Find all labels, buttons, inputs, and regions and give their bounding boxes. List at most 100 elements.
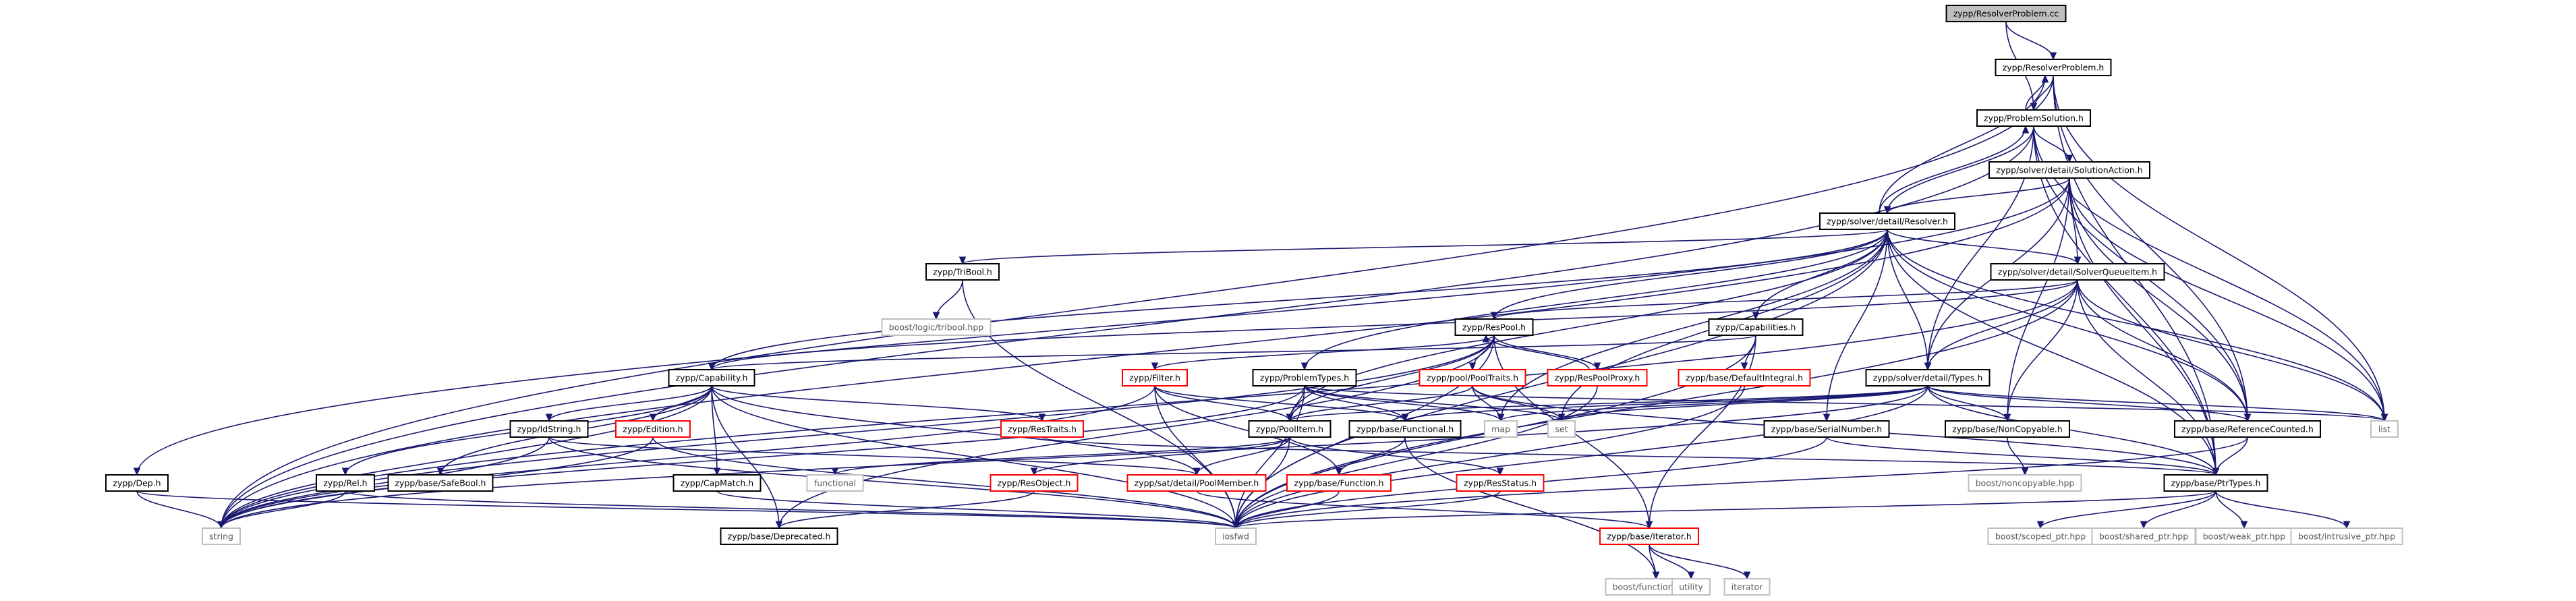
node-box <box>1248 420 1332 438</box>
edge-n0-to-n1 <box>2005 21 2057 61</box>
node-box <box>925 263 1000 281</box>
node-zypp-solver-detail-types-h[interactable]: zypp/solver/detail/Types.h <box>1865 369 1991 387</box>
edge-n38-to-n49 <box>2215 490 2351 530</box>
node-box <box>1456 474 1545 492</box>
node-zypp-capabilities-h[interactable]: zypp/Capabilities.h <box>1708 318 1804 336</box>
node-label: boost/scoped_ptr.hpp <box>1995 532 2086 542</box>
node-zypp-capability-h[interactable]: zypp/Capability.h <box>668 369 755 387</box>
node-zypp-tribool-h[interactable]: zypp/TriBool.h <box>925 263 1000 281</box>
node-box <box>1865 369 1991 387</box>
node-zypp-base-deprecated-h[interactable]: zypp/base/Deprecated.h <box>720 527 838 545</box>
node-label: iterator <box>1731 582 1763 592</box>
arrow-head-icon <box>2140 521 2148 530</box>
node-zypp-filter-h[interactable]: zypp/Filter.h <box>1122 369 1188 387</box>
node-zypp-base-iterator-h[interactable]: zypp/base/Iterator.h <box>1599 527 1699 545</box>
node-zypp-resstatus-h[interactable]: zypp/ResStatus.h <box>1456 474 1545 492</box>
node-label: zypp/ResPoolProxy.h <box>1555 373 1640 383</box>
node-boost-shared-ptr-hpp: boost/shared_ptr.hpp <box>2091 527 2196 545</box>
arrow-head-icon <box>2343 521 2351 530</box>
edge-n16-to-n21 <box>1401 385 1928 422</box>
node-box <box>1547 420 1576 438</box>
node-iosfwd: iosfwd <box>1215 527 1257 545</box>
node-label: zypp/base/Iterator.h <box>1607 532 1692 542</box>
node-zypp-resolverproblem-h[interactable]: zypp/ResolverProblem.h <box>1995 59 2112 76</box>
node-label: zypp/ResPool.h <box>1462 322 1526 333</box>
node-box <box>1987 527 2094 545</box>
edge-n8-to-n14 <box>1493 335 1601 371</box>
arrow-head-icon <box>2380 413 2388 422</box>
node-label: zypp/IdString.h <box>517 424 581 434</box>
node-boost-noncopyable-hpp: boost/noncopyable.hpp <box>1968 474 2082 492</box>
node-box <box>1995 59 2112 76</box>
arrow-head-icon <box>2003 413 2011 422</box>
node-zypp-base-referencecounted-h[interactable]: zypp/base/ReferenceCounted.h <box>2174 420 2321 438</box>
node-zypp-solver-detail-solutionaction-h[interactable]: zypp/solver/detail/SolutionAction.h <box>1988 161 2150 179</box>
node-boost-scoped-ptr-hpp: boost/scoped_ptr.hpp <box>1987 527 2094 545</box>
edge-n10-to-n31 <box>711 385 721 476</box>
edge-n25-to-n37 <box>2007 436 2029 476</box>
node-zypp-poolitem-h[interactable]: zypp/PoolItem.h <box>1248 420 1332 438</box>
node-label: string <box>209 532 233 542</box>
edge-n38-to-n48 <box>2215 490 2248 530</box>
node-zypp-dep-h[interactable]: zypp/Dep.h <box>105 474 169 492</box>
edge-n3-to-n4 <box>1883 177 2070 214</box>
node-zypp-base-functional-h[interactable]: zypp/base/Functional.h <box>1348 420 1462 438</box>
node-label: zypp/ResTraits.h <box>1008 424 1077 434</box>
edge-n21-to-n35 <box>1335 436 1406 476</box>
edge-n20-to-n32 <box>831 436 1290 476</box>
node-box <box>1763 420 1890 438</box>
node-label: zypp/solver/detail/Types.h <box>1873 373 1983 383</box>
arrow-head-icon <box>831 467 839 476</box>
node-zypp-problemtypes-h[interactable]: zypp/ProblemTypes.h <box>1252 369 1357 387</box>
node-map: map <box>1484 420 1518 438</box>
edge-n42-to-n44 <box>1649 544 1695 580</box>
arrow-head-icon <box>1038 413 1046 422</box>
node-zypp-solver-detail-resolver-h[interactable]: zypp/solver/detail/Resolver.h <box>1819 212 1955 230</box>
node-zypp-base-ptrtypes-h[interactable]: zypp/base/PtrTypes.h <box>2163 474 2268 492</box>
edge-n10-to-n17 <box>545 385 712 422</box>
node-zypp-sat-detail-poolmember-h[interactable]: zypp/sat/detail/PoolMember.h <box>1126 474 1267 492</box>
node-box <box>1976 109 2091 127</box>
node-zypp-base-defaultintegral-h[interactable]: zypp/base/DefaultIntegral.h <box>1678 369 1811 387</box>
node-label: zypp/solver/detail/SolutionAction.h <box>1996 165 2142 175</box>
arrow-head-icon <box>958 256 967 265</box>
node-zypp-respool-h[interactable]: zypp/ResPool.h <box>1454 318 1534 336</box>
node-box <box>1454 318 1534 336</box>
edge-n7-to-n27 <box>2077 279 2388 422</box>
node-zypp-capmatch-h[interactable]: zypp/CapMatch.h <box>672 474 762 492</box>
node-box <box>1945 420 2070 438</box>
arrow-head-icon <box>1497 413 1505 422</box>
arrow-head-icon <box>1645 521 1653 530</box>
node-zypp-rel-h[interactable]: zypp/Rel.h <box>316 474 375 492</box>
node-label: zypp/ResStatus.h <box>1464 478 1537 488</box>
node-zypp-base-serialnumber-h[interactable]: zypp/base/SerialNumber.h <box>1763 420 1890 438</box>
node-label: utility <box>1679 582 1703 592</box>
arrow-head-icon <box>2065 154 2073 163</box>
node-zypp-restraits-h[interactable]: zypp/ResTraits.h <box>1000 420 1084 438</box>
edge-n20-to-n34 <box>1193 436 1290 476</box>
node-box <box>509 420 589 438</box>
arrow-head-icon <box>2036 521 2044 530</box>
node-zypp-pool-pooltraits-h[interactable]: zypp/pool/PoolTraits.h <box>1419 369 1526 387</box>
node-box <box>2195 527 2293 545</box>
node-zypp-resobject-h[interactable]: zypp/ResObject.h <box>990 474 1079 492</box>
node-box <box>806 474 864 492</box>
node-zypp-solver-detail-solverqueueitem-h[interactable]: zypp/solver/detail/SolverQueueItem.h <box>1990 263 2165 281</box>
node-zypp-problemsolution-h[interactable]: zypp/ProblemSolution.h <box>1976 109 2091 127</box>
node-zypp-base-safebool-h[interactable]: zypp/base/SafeBool.h <box>387 474 494 492</box>
node-zypp-edition-h[interactable]: zypp/Edition.h <box>615 420 691 438</box>
node-label: zypp/base/Deprecated.h <box>728 532 831 542</box>
node-label: zypp/Edition.h <box>623 424 683 434</box>
node-zypp-idstring-h[interactable]: zypp/IdString.h <box>509 420 589 438</box>
arrow-head-icon <box>1482 334 1490 343</box>
node-zypp-respoolproxy-h[interactable]: zypp/ResPoolProxy.h <box>1547 369 1648 387</box>
node-label: boost/noncopyable.hpp <box>1976 478 2075 488</box>
node-label: zypp/solver/detail/SolverQueueItem.h <box>1998 267 2157 277</box>
node-label: map <box>1491 424 1510 434</box>
node-zypp-resolverproblem-cc[interactable]: zypp/ResolverProblem.cc <box>1945 5 2067 22</box>
node-box <box>1484 420 1518 438</box>
arrow-head-icon <box>1652 571 1660 580</box>
node-zypp-base-noncopyable-h[interactable]: zypp/base/NonCopyable.h <box>1945 420 2070 438</box>
arrow-head-icon <box>2073 256 2082 265</box>
node-zypp-base-function-h[interactable]: zypp/base/Function.h <box>1286 474 1392 492</box>
